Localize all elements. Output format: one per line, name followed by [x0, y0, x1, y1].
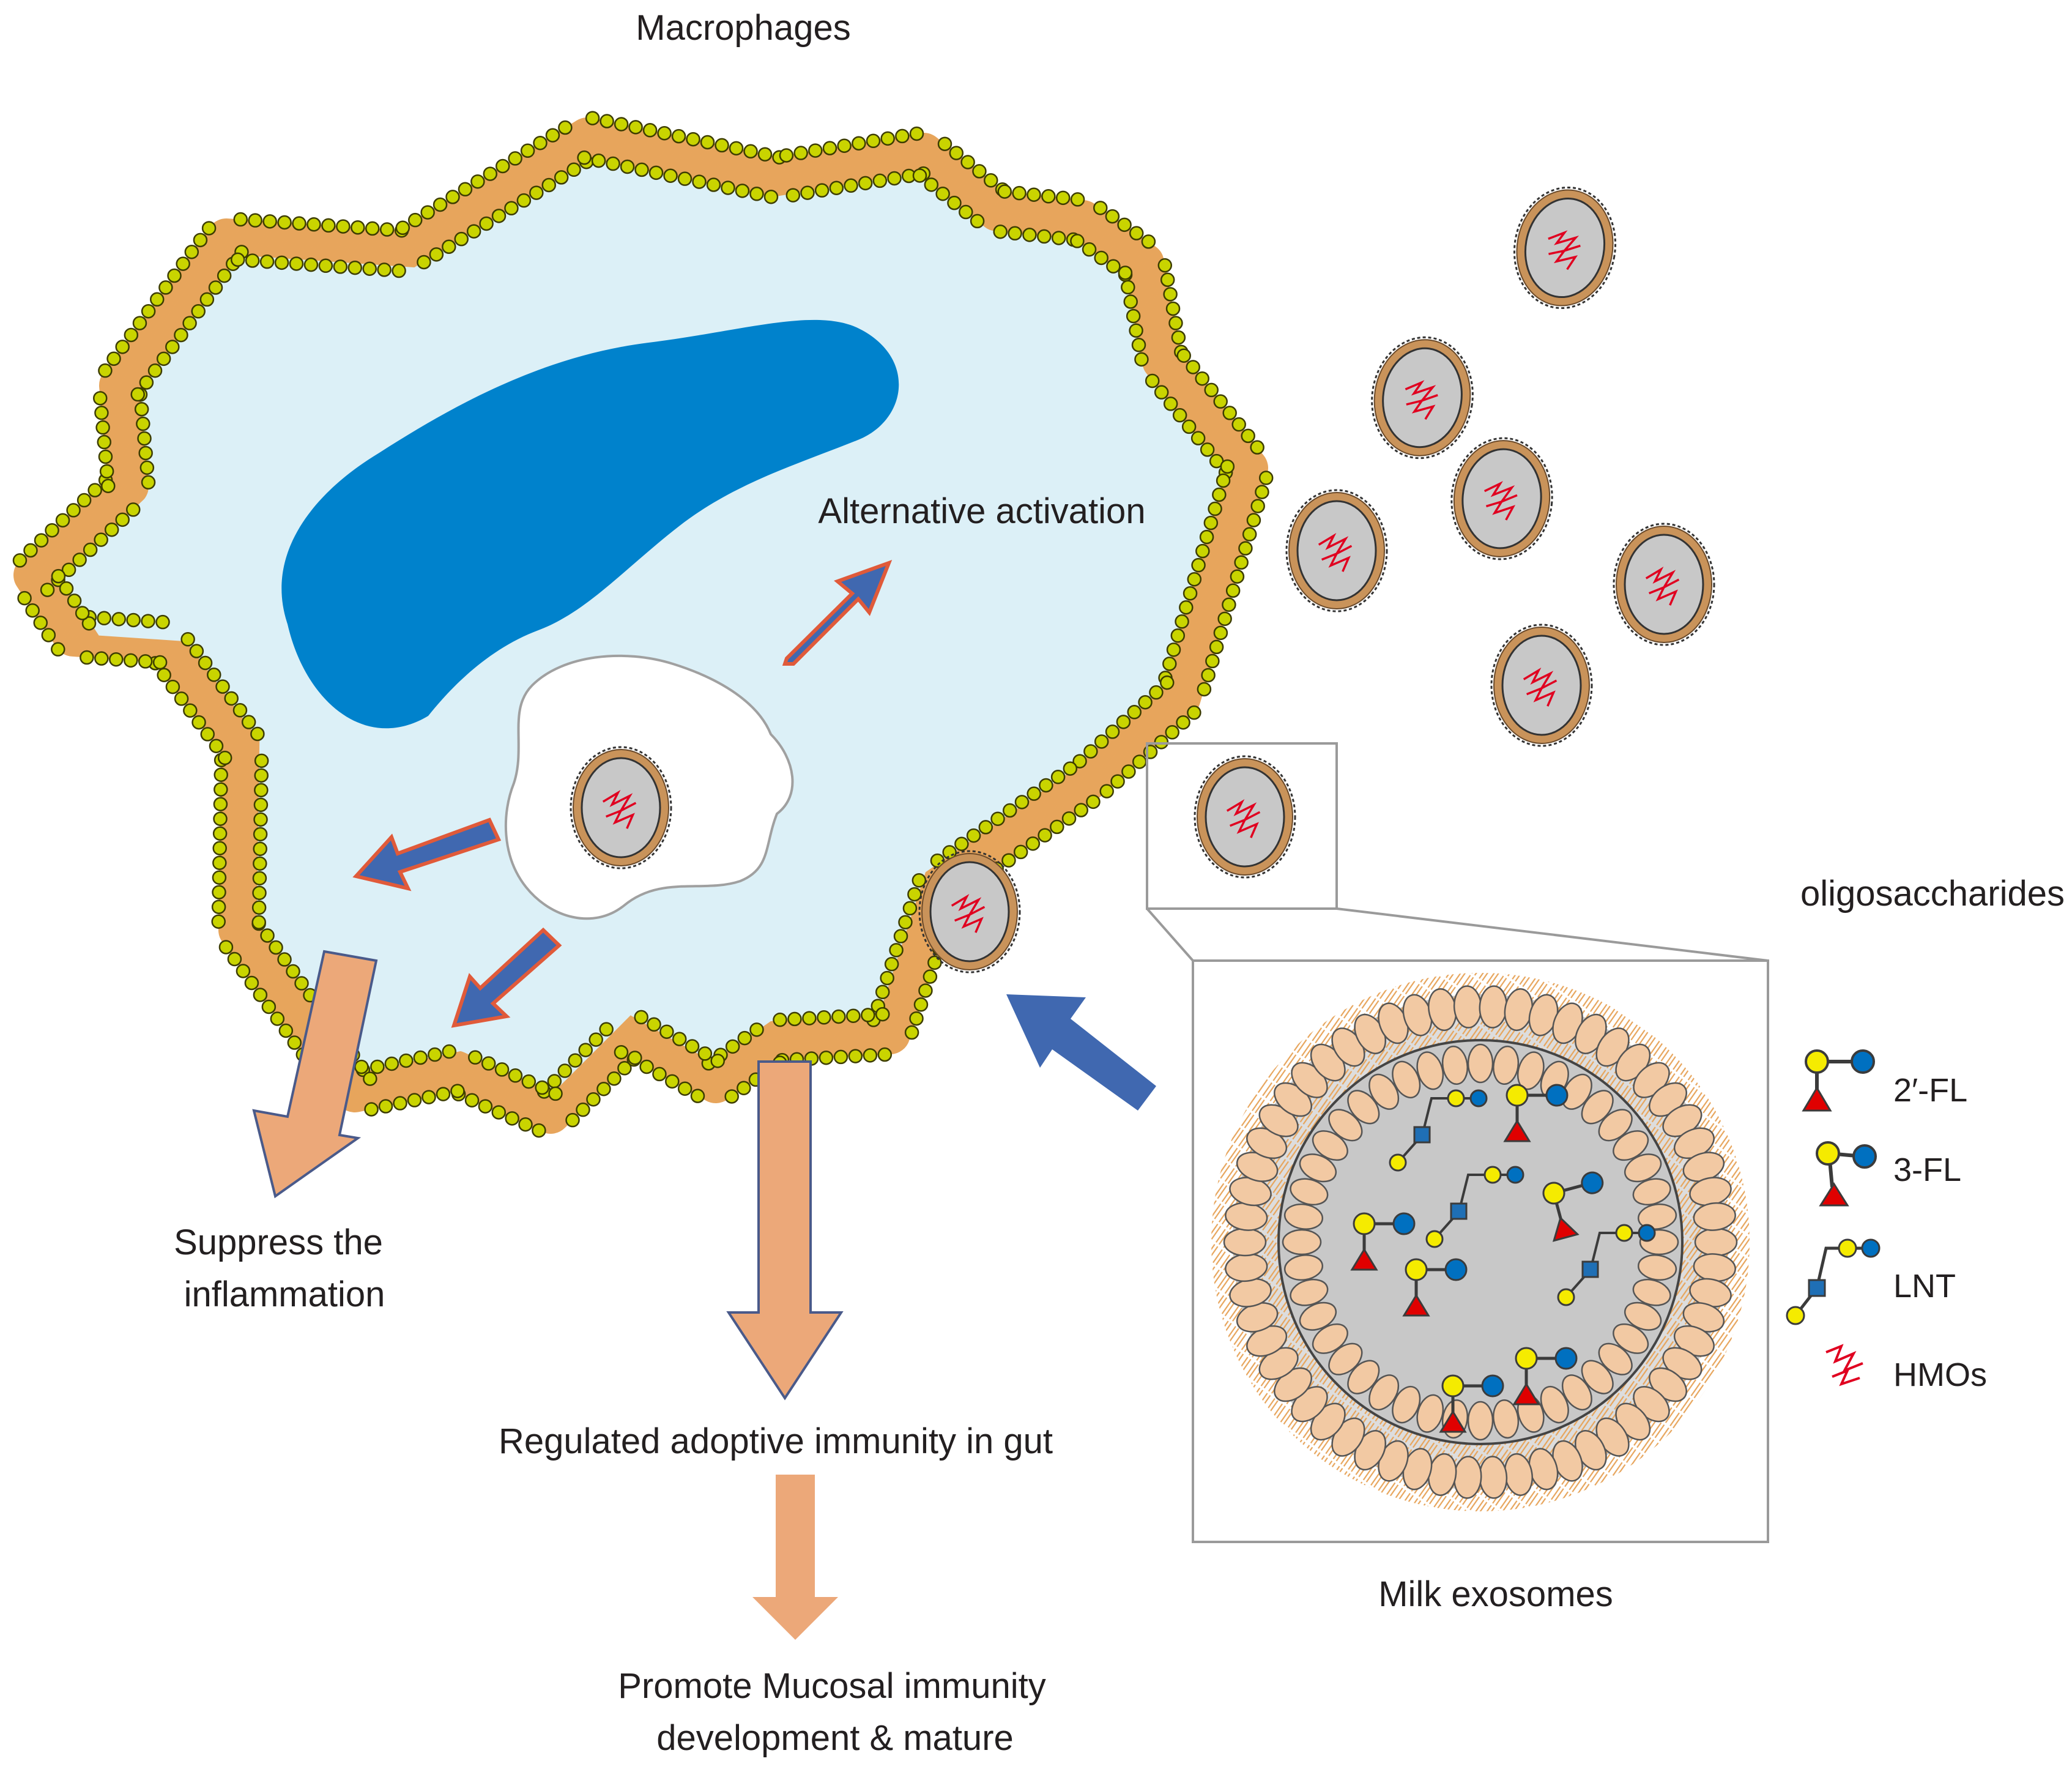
- hmo-squiggle-icon: [1405, 380, 1438, 420]
- legend-label-hmos: HMOs: [1893, 1357, 1987, 1393]
- exosome-group: [570, 186, 1715, 973]
- legend-label-2fl: 2′-FL: [1893, 1072, 1967, 1109]
- fl-glycan-6: [1512, 1347, 1578, 1405]
- label-regulated-immunity: Regulated adoptive immunity in gut: [499, 1421, 1053, 1461]
- hmo-squiggle-icon: [1825, 1344, 1863, 1387]
- text-labels: Macrophages Alternative activation oligo…: [174, 8, 2065, 1758]
- arrow-to-suppress-inflammation: [252, 950, 378, 1199]
- fl-glycan-4: [1402, 1258, 1468, 1317]
- glycan-legend: 2′-FL 3-FL LNT HMOs: [1786, 1049, 1987, 1393]
- legend-label-lnt: LNT: [1893, 1268, 1956, 1305]
- membrane-heads: [12, 111, 1274, 1138]
- membrane-tails: [15, 119, 1266, 1132]
- exosome-docking: [918, 850, 1021, 973]
- zoom-inset: [1146, 742, 1769, 1543]
- hmo-squiggle-icon: [1318, 533, 1353, 572]
- exosome-in-phagosome: [570, 746, 672, 869]
- oligosaccharide-glycans: [1350, 1084, 1656, 1433]
- macrophage-cell: [12, 111, 1274, 1138]
- hmo-squiggle-icon: [1548, 230, 1581, 270]
- arrow-from-milk-exosomes: [1006, 994, 1156, 1111]
- fl-glycan-3: [1350, 1212, 1416, 1271]
- label-promote-line1: Promote Mucosal immunity: [618, 1666, 1045, 1706]
- label-alternative-activation: Alternative activation: [818, 491, 1145, 531]
- label-suppress-line2: inflammation: [184, 1275, 385, 1314]
- arrow-down-left-from-phagosome: [451, 927, 562, 1028]
- label-suppress-line1: Suppress the: [174, 1223, 383, 1262]
- arrow-to-regulated-immunity: [726, 1060, 844, 1401]
- label-promote-line2: development & mature: [656, 1718, 1014, 1758]
- lacto-n-tetraose-icon: [1786, 1238, 1881, 1325]
- zoom-connector-right: [1336, 907, 1769, 962]
- zoom-connector-left: [1146, 907, 1194, 962]
- label-milk-exosomes: Milk exosomes: [1378, 1574, 1613, 1614]
- arrow-to-alternative-activation: [782, 559, 893, 666]
- hmo-squiggle-icon: [1523, 668, 1558, 707]
- exosome-2: [1371, 336, 1474, 460]
- hmo-squiggle-icon: [1483, 481, 1518, 521]
- fl-glycan-1: [1503, 1084, 1569, 1142]
- fl-glycan-5: [1439, 1374, 1504, 1433]
- hmo-squiggle-icon: [951, 894, 986, 933]
- hmo-squiggle-icon: [1226, 799, 1261, 838]
- fucosyllactose-3-icon: [1816, 1141, 1877, 1207]
- hmo-squiggle-icon: [602, 790, 637, 829]
- exosome-1: [1513, 186, 1617, 310]
- label-oligosaccharides: oligosaccharides: [1800, 874, 2065, 914]
- milk-exosome-enlarged: [1211, 973, 1750, 1511]
- lnt-glycan-3: [1557, 1224, 1656, 1306]
- zoom-source-box: [1146, 742, 1338, 910]
- fucosyllactose-2-icon: [1802, 1049, 1875, 1112]
- lnt-glycan-1: [1389, 1089, 1488, 1172]
- fl-glycan-2: [1542, 1171, 1604, 1242]
- nucleus: [281, 319, 899, 729]
- exosome-in-zoom-box: [1194, 755, 1296, 879]
- arrow-to-promote-mucosal-immunity: [752, 1475, 838, 1640]
- lnt-glycan-2: [1425, 1166, 1524, 1248]
- orange-arrows: [252, 950, 844, 1640]
- hmo-squiggle-icon: [1645, 567, 1680, 606]
- exosome-3: [1450, 437, 1553, 560]
- arrow-left-from-phagosome: [352, 817, 502, 891]
- exosome-6: [1490, 623, 1593, 747]
- legend-label-3fl: 3-FL: [1893, 1152, 1961, 1188]
- blue-arrows: [352, 559, 1156, 1111]
- cytoplasm: [61, 159, 1221, 1092]
- diagram-title: Macrophages: [636, 8, 850, 48]
- exosome-5: [1613, 523, 1715, 646]
- exosome-4: [1285, 489, 1388, 612]
